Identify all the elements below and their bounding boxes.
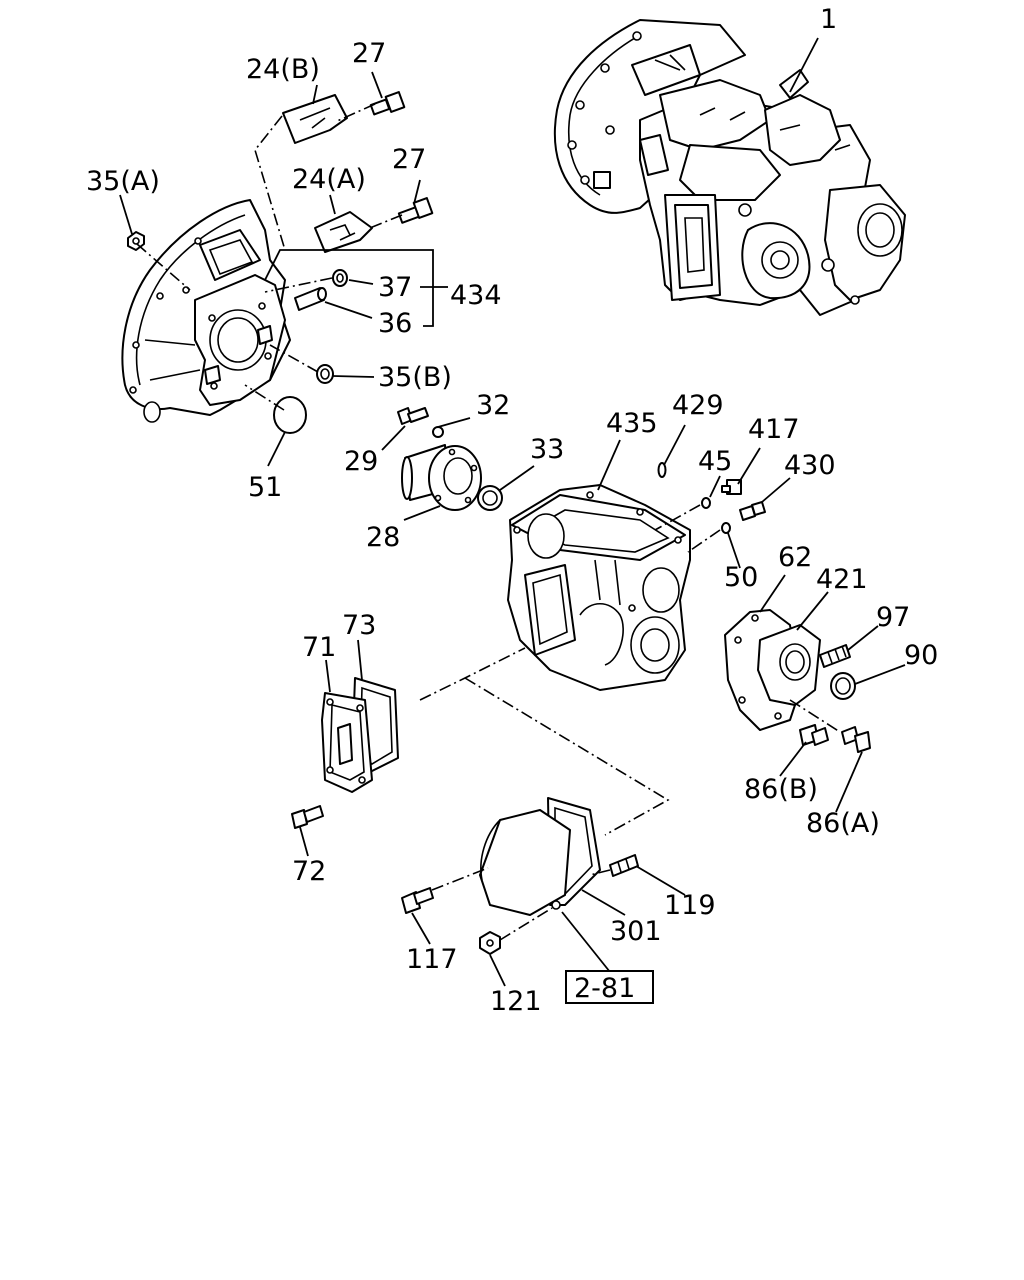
label-434: 434 [450,280,502,311]
label-24b: 24(B) [246,54,320,85]
label-421: 421 [816,564,868,595]
extension-housing-421 [757,624,821,706]
bearing-retainer-28 [401,444,482,511]
label-430: 430 [784,450,836,481]
label-24a: 24(A) [292,164,366,195]
o-ring-45 [701,497,711,509]
nut-121 [479,931,501,955]
label-1: 1 [820,4,837,35]
bolt-27-lower [397,197,434,224]
label-27-lower: 27 [392,144,426,175]
bolt-86a [841,726,871,753]
bolt-72 [291,805,324,829]
label-301: 301 [610,916,662,947]
bolt-86b [799,724,829,746]
pto-cover [479,797,601,916]
label-35a: 35(A) [86,166,160,197]
label-90: 90 [904,640,938,671]
label-417: 417 [748,414,800,445]
cap-51 [273,396,307,434]
part-number-labels: 1 24(B) 27 27 24(A) 35(A) 37 434 36 35(B… [86,4,938,1017]
o-ring-50 [721,522,731,534]
label-117: 117 [406,944,458,975]
label-62: 62 [778,542,812,573]
label-28: 28 [366,522,400,553]
label-35b: 35(B) [378,362,452,393]
bolt-29 [397,407,429,425]
label-45: 45 [698,446,732,477]
reference-box[interactable] [565,970,654,1004]
label-33: 33 [530,434,564,465]
label-50: 50 [724,562,758,593]
oil-seal-90 [830,672,856,700]
label-429: 429 [672,390,724,421]
ring-37 [332,269,348,287]
reference-label-2-81: 2-81 [574,973,635,1004]
label-72: 72 [292,856,326,887]
label-86b: 86(B) [744,774,818,805]
bolt-117 [401,887,434,914]
label-32: 32 [476,390,510,421]
oil-seal-33 [477,485,503,511]
bolt-27-upper [369,91,406,116]
label-86a: 86(A) [806,808,880,839]
transmission-case-435 [507,484,691,691]
leader-lines [119,37,906,987]
label-51: 51 [248,472,282,503]
o-ring-32 [432,426,444,438]
assembly-lines [136,103,841,941]
plug-429 [657,462,667,478]
label-119: 119 [664,890,716,921]
label-37: 37 [378,272,412,303]
transmission-assembly [553,19,906,316]
stud-119 [609,854,639,877]
label-27-upper: 27 [352,38,386,69]
clutch-housing [121,199,291,423]
label-73: 73 [342,610,376,641]
dowel-pin-36 [294,287,327,311]
label-29: 29 [344,446,378,477]
label-435: 435 [606,408,658,439]
side-cover-71 [321,692,373,793]
label-71: 71 [302,632,336,663]
bolt-430 [739,501,766,521]
label-97: 97 [876,602,910,633]
bracket-24b [282,94,348,144]
label-36: 36 [378,308,412,339]
bracket-24a [314,211,373,253]
label-121: 121 [490,986,542,1017]
stud-97 [819,644,851,668]
ring-35b [316,364,334,384]
